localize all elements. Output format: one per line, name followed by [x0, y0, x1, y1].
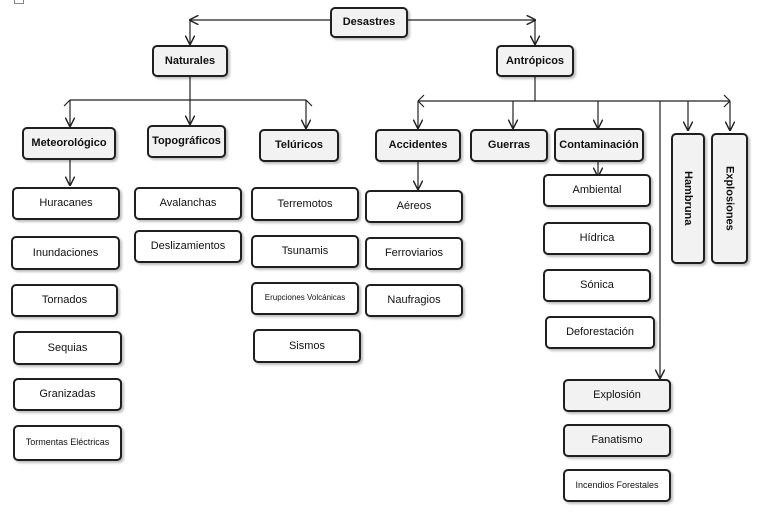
item-deslizamientos: Deslizamientos	[134, 230, 242, 263]
item-tsunamis: Tsunamis	[251, 235, 359, 268]
item-naufragios: Naufragios	[365, 284, 463, 317]
category-guerras: Guerras	[470, 129, 548, 162]
category-contaminacion: Contaminación	[554, 128, 644, 162]
category-accidentes: Accidentes	[375, 129, 461, 162]
item-fanatismo: Fanatismo	[563, 424, 671, 457]
item-terremotos: Terremotos	[251, 187, 359, 221]
item-deforestacion: Deforestación	[545, 316, 655, 349]
item-granizadas: Granizadas	[13, 378, 122, 411]
branch-naturales: Naturales	[152, 45, 228, 77]
item-erupciones-volcanicas: Erupciones Volcánicas	[251, 282, 359, 315]
item-tormentas-electricas: Tormentas Eléctricas	[13, 425, 122, 461]
hambruna-label: Hambruna	[682, 171, 695, 226]
item-inundaciones: Inundaciones	[11, 236, 120, 270]
item-ambiental: Ambiental	[543, 174, 651, 207]
item-sonica: Sónica	[543, 269, 651, 302]
item-tornados: Tornados	[11, 284, 118, 317]
item-avalanchas: Avalanchas	[134, 187, 242, 220]
item-aereos: Aéreos	[365, 190, 463, 223]
category-hambruna: Hambruna	[671, 133, 705, 264]
category-topograficos: Topográficos	[147, 125, 226, 158]
item-sequias: Sequias	[13, 331, 122, 365]
category-explosiones: Explosiones	[711, 133, 748, 264]
item-ferroviarios: Ferroviarios	[365, 237, 463, 270]
item-incendios-forestales: Incendios Forestales	[563, 469, 671, 502]
explosiones-label: Explosiones	[723, 166, 736, 231]
root-node: Desastres	[330, 7, 408, 38]
item-explosion: Explosión	[563, 379, 671, 412]
category-meteorologico: Meteorológico	[22, 127, 116, 160]
category-teluricos: Telúricos	[259, 129, 339, 162]
item-huracanes: Huracanes	[12, 187, 120, 220]
corner-mark	[14, 0, 24, 4]
item-hidrica: Hídrica	[543, 222, 651, 255]
branch-antropicos: Antrópicos	[496, 45, 574, 77]
item-sismos: Sismos	[253, 329, 361, 363]
